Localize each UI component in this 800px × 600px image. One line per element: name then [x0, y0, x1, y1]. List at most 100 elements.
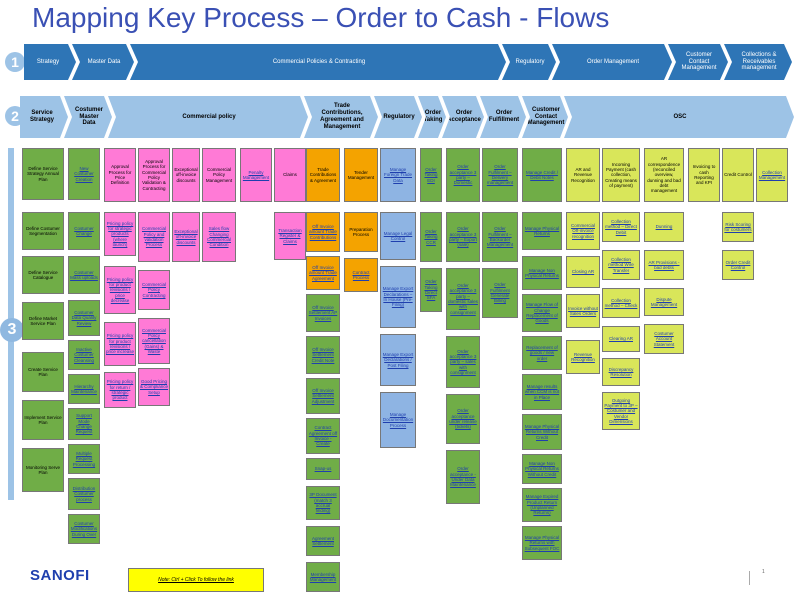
process-link-box[interactable]: Commercial Policy Contracting	[138, 270, 170, 310]
process-link-box[interactable]: Transaction Register & Claims	[274, 212, 306, 260]
process-link-box[interactable]: Off Invoice Settlement Adjustment	[306, 378, 340, 414]
process-link-box[interactable]: Pricing policy for return / strategic pr…	[104, 372, 136, 408]
process-link-box[interactable]: Manage Flow of Change Replacement of Goo…	[522, 294, 562, 332]
process-link-box[interactable]: Manage Documentation Process	[380, 392, 416, 448]
process-link-box[interactable]: Order Fulfilment – Delivery management	[482, 148, 518, 202]
process-link-box[interactable]: Revenue Recognition	[566, 340, 600, 374]
process-link-box[interactable]: Exceptional off-invoice discounts	[172, 212, 200, 262]
process-link-box[interactable]: Costumer Account Statement	[644, 324, 684, 354]
process-link-box[interactable]: Costumer Mass uploads	[68, 256, 100, 294]
page-title: Mapping Key Process – Order to Cash - Fl…	[32, 2, 610, 33]
process-link-box[interactable]: Dunning	[644, 212, 684, 242]
process-link-box[interactable]: Order acceptance 3 party – Domestic	[446, 148, 480, 202]
row2-commercial-policy: Commercial policy	[108, 96, 308, 138]
process-link-box[interactable]: Manage Export Declarations – In House (P…	[380, 266, 416, 328]
row1-customer-contact: Customer Contact Management	[668, 44, 728, 80]
process-link-box[interactable]: Manage Credit / Debit Notes	[522, 148, 562, 202]
row1-collections: Collections & Receivables management	[724, 44, 792, 80]
process-link-box[interactable]: Order acceptance 3 party – Export (sale)	[446, 212, 480, 262]
process-link-box[interactable]: Contract Process	[344, 258, 378, 292]
process-link-box[interactable]: Clearing AR	[602, 326, 640, 352]
row1-regulatory: Regulatory	[502, 44, 556, 80]
process-link-box[interactable]: Order acceptance under release (tickets)	[446, 394, 480, 444]
process-link-box[interactable]: Risk Scoring for costumers	[722, 212, 754, 242]
process-link-box[interactable]: Manage Export Declarations / Post Filing	[380, 334, 416, 386]
process-link-box[interactable]: Collection method Wire Transfer	[602, 250, 640, 280]
process-link-box[interactable]: Manage Expired Product Return (Unplanned…	[522, 488, 562, 522]
level-3-marker: 3	[0, 318, 24, 342]
process-link-box[interactable]: Commercial Off-invoice recognition	[566, 212, 600, 250]
process-link-box[interactable]: Agreement Settlement	[306, 526, 340, 556]
process-link-box[interactable]: Multiple Request Processing	[68, 444, 100, 474]
row2-service-strategy: Service Strategy	[20, 96, 68, 138]
process-link-box[interactable]: Manage Physical Returns with Subsequent …	[522, 526, 562, 560]
process-link-box[interactable]: Manage results when CCM is not in Place	[522, 374, 562, 410]
process-link-box[interactable]: Closing AR	[566, 256, 600, 288]
process-link-box[interactable]: Pricing policy for product revisions / p…	[104, 322, 136, 366]
row2-customer-contact: Customer Contact Management	[522, 96, 568, 138]
process-link-box[interactable]: Off Invoice amount Trade Agreement	[306, 256, 340, 290]
process-link-box[interactable]: Inactive Costumer Cleansing	[68, 340, 100, 370]
process-link-box[interactable]: Manage Non Physical Returns Without Cred…	[522, 454, 562, 484]
process-box: Credit Control	[722, 148, 754, 202]
process-link-box[interactable]: Hierarchy Maintenance	[68, 374, 100, 404]
process-box: Incoming Payment (cash collection, Creat…	[602, 148, 640, 202]
process-link-box[interactable]: Off Invoice Settlement Credit Note	[306, 336, 340, 374]
process-link-box[interactable]: Costumer Change	[68, 212, 100, 250]
process-link-box[interactable]: Sales flow Changing Commercial Condition	[202, 212, 236, 262]
process-link-box[interactable]: Costumer Modifications During Over	[68, 514, 100, 544]
process-link-box[interactable]: Invoice without Sales Orders	[566, 294, 600, 328]
process-link-box[interactable]: Contract Agreement off Invoice - Create	[306, 418, 340, 454]
process-link-box[interactable]: Snap-us	[306, 458, 340, 480]
level-1-marker: 1	[5, 52, 25, 72]
process-link-box[interactable]: Manage Legal Control	[380, 212, 416, 260]
process-link-box[interactable]: Dispute Management	[644, 288, 684, 316]
process-link-box[interactable]: Manage Physical Returns	[522, 212, 562, 250]
process-link-box[interactable]: Discrepancy Resolution	[602, 358, 640, 386]
row2-osc: OSC	[564, 96, 794, 138]
process-link-box[interactable]: Order Taking EDI	[420, 148, 442, 202]
process-link-box[interactable]: Outgoing Payment to 3P – Costumer and Ve…	[602, 392, 640, 430]
process-link-box[interactable]: Replacement of goods / new order	[522, 336, 562, 370]
process-link-box[interactable]: Membership Management	[306, 562, 340, 592]
process-box: Create Service Plan	[22, 352, 64, 392]
process-link-box[interactable]: Penalty Management	[240, 148, 272, 202]
process-link-box[interactable]: Manage Non Physical Returns	[522, 256, 562, 290]
process-link-box[interactable]: Commercial Policy cancellation (Gains) &…	[138, 318, 170, 364]
process-link-box[interactable]: Off Invoice Settlement AP Invoices	[306, 294, 340, 332]
row1-commercial-policies: Commercial Policies & Contracting	[130, 44, 506, 80]
process-link-box[interactable]: Order Credit Control	[722, 250, 754, 280]
process-link-box[interactable]: Manage Foreign Trade Data	[380, 148, 416, 202]
process-link-box[interactable]: Order acceptance - Under Data Maintenanc…	[446, 450, 480, 504]
process-link-box[interactable]: Pricing policy for strategic products (w…	[104, 212, 136, 256]
process-link-box[interactable]: Order Fulfilment Generate Billing	[482, 268, 518, 318]
process-link-box[interactable]: Order Taking CCR	[420, 212, 442, 262]
row2-costumer-master-data: Costumer Master Data	[64, 96, 112, 138]
row1-order-management: Order Management	[552, 44, 672, 80]
process-link-box[interactable]: Costumer Data Quality Review	[68, 300, 100, 336]
process-link-box[interactable]: Support Mode Change Request	[68, 408, 100, 440]
process-link-box[interactable]: AR Provisions - bad debts	[644, 250, 684, 280]
process-box: Invoicing to cash Reporting and KPI	[688, 148, 720, 202]
process-link-box[interactable]: Collection Management	[756, 148, 788, 202]
process-link-box[interactable]: Collection method – Check	[602, 288, 640, 318]
process-link-box[interactable]: Order Taking Direct SFA	[420, 268, 442, 312]
process-link-box[interactable]: New Costumer Creation	[68, 148, 100, 200]
process-link-box[interactable]: Commercial Policy and validation Process	[138, 212, 170, 262]
process-box: Trade Contributions & Agreement	[306, 148, 340, 202]
process-link-box[interactable]: Order acceptance 3 party – sales with co…	[446, 336, 480, 388]
process-link-box[interactable]: Pricing policy for product revisions / p…	[104, 266, 136, 314]
process-link-box[interactable]: Collection method – Direct Debit	[602, 212, 640, 242]
process-link-box[interactable]: Off Invoice amount Trade Contributions	[306, 212, 340, 252]
process-link-box[interactable]: Order acceptance 3 party – domestic sale…	[446, 268, 480, 330]
process-link-box[interactable]: Manage Physical Returns Without Credit	[522, 414, 562, 450]
row2-order-taking: Order Taking	[418, 96, 446, 138]
process-link-box[interactable]: 3P Document (match 3 accrual finding)	[306, 486, 340, 520]
process-link-box[interactable]: Distribution Costumer process	[68, 478, 100, 510]
process-link-box[interactable]: Good Pricing & Compliance Setup	[138, 368, 170, 406]
row1-master-data: Master Data	[72, 44, 134, 80]
process-box: AR correspondence (reconciled overview, …	[644, 148, 684, 202]
process-link-box[interactable]: Order Fulfilment – Backorder Management	[482, 212, 518, 262]
row2-order-acceptance: Order Acceptance	[442, 96, 484, 138]
page-divider	[749, 571, 750, 585]
